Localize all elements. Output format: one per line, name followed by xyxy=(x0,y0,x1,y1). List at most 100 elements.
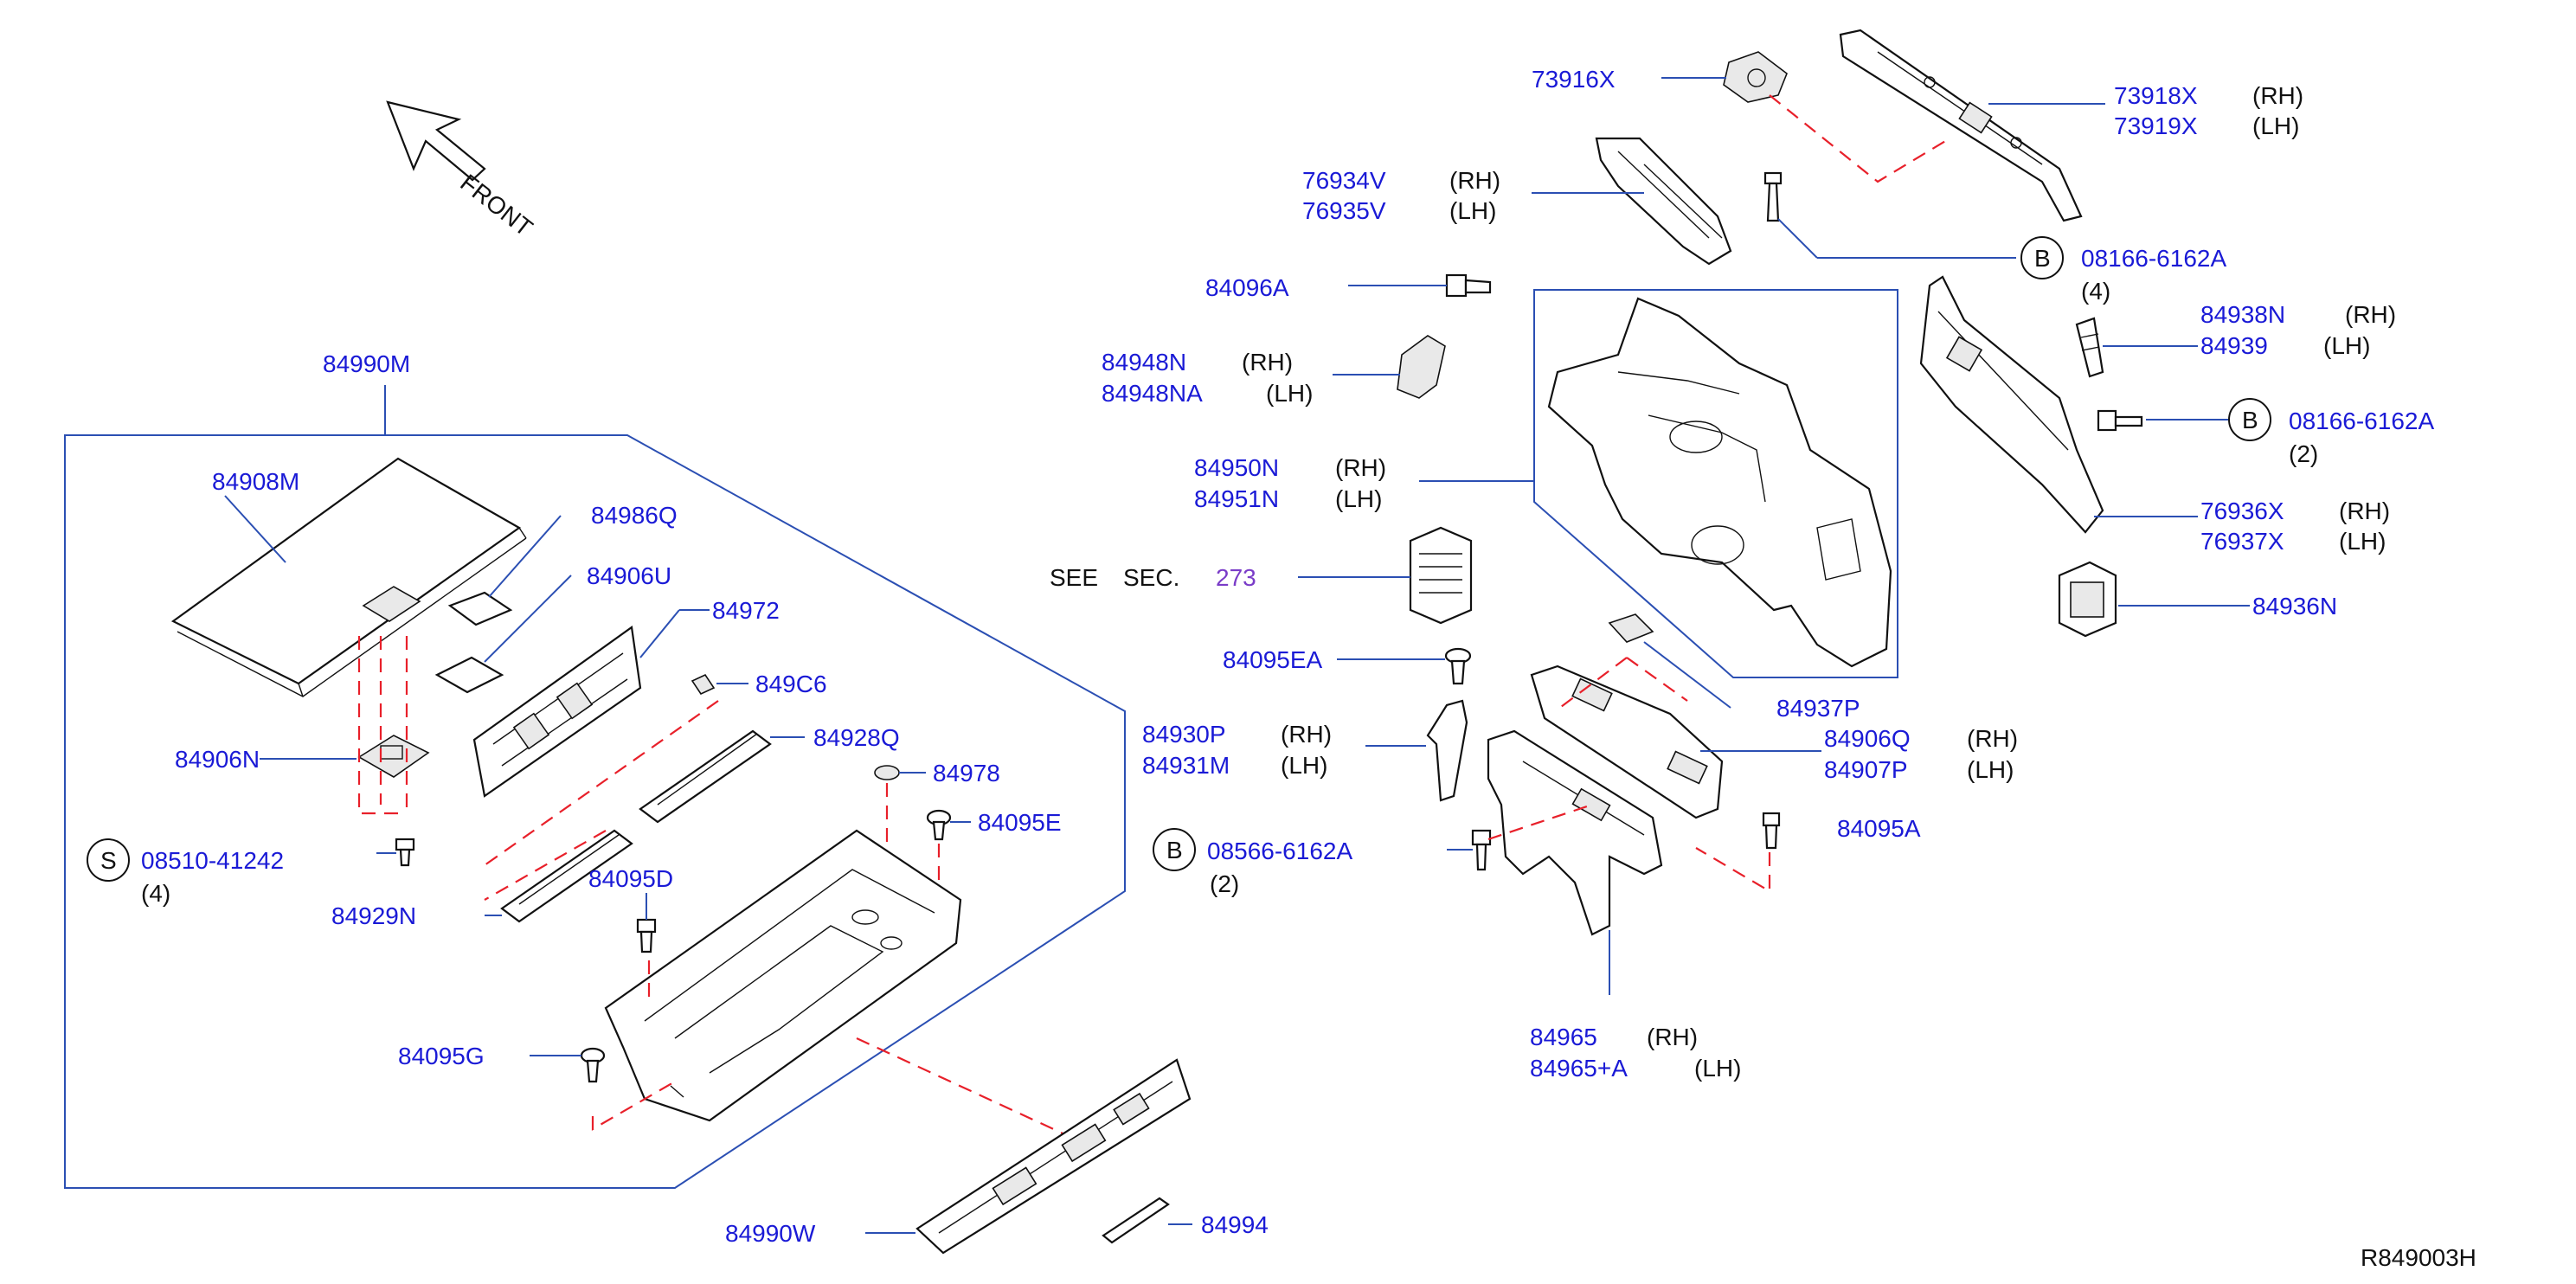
clip-84994-icon xyxy=(1102,1197,1170,1244)
pillar-76934v-icon xyxy=(1595,137,1732,266)
label-84929n: 84929N xyxy=(331,902,416,929)
panel-84972-icon xyxy=(472,626,642,798)
front-label: FRONT xyxy=(455,169,537,241)
label-lh: (LH) xyxy=(1335,485,1382,512)
clip-84938n-icon xyxy=(2075,317,2104,378)
bolt-icon xyxy=(1763,171,1783,222)
label-84936n: 84936N xyxy=(2252,593,2337,620)
label-73918x: 73918X xyxy=(2114,82,2198,109)
label-84095a: 84095A xyxy=(1837,815,1921,842)
upper-garnish-73918x-icon xyxy=(1839,29,2083,222)
panel-frame-84950n xyxy=(1533,289,1898,678)
pillar-76936x-icon xyxy=(1919,275,2104,534)
label-08510-41242: 08510-41242 xyxy=(141,847,284,874)
label-84095d: 84095D xyxy=(588,865,673,892)
label-lh: (LH) xyxy=(1967,756,2014,783)
label-84951n: 84951N xyxy=(1194,485,1279,512)
svg-text:B: B xyxy=(2242,407,2258,433)
bolt-08166-icon xyxy=(2097,409,2143,432)
label-84908m: 84908M xyxy=(212,468,299,495)
label-84906q: 84906Q xyxy=(1824,725,1911,752)
label-qty: (2) xyxy=(2289,440,2318,467)
label-rh: (RH) xyxy=(2252,82,2303,109)
label-lh: (LH) xyxy=(2323,332,2370,359)
label-84972: 84972 xyxy=(712,597,780,624)
label-lh: (LH) xyxy=(1281,752,1327,779)
lock-84906n-icon xyxy=(357,735,430,778)
label-rh: (RH) xyxy=(1647,1024,1698,1050)
label-rh: (RH) xyxy=(1281,721,1332,748)
label-qty: (4) xyxy=(2081,278,2110,305)
label-73916x: 73916X xyxy=(1532,66,1616,93)
bracket-84930p-icon xyxy=(1426,699,1468,802)
label-76936x: 76936X xyxy=(2200,498,2284,524)
label-84994: 84994 xyxy=(1201,1211,1269,1238)
label-qty: (4) xyxy=(141,880,170,907)
pad-84906u-icon xyxy=(434,656,504,694)
label-rh: (RH) xyxy=(1335,454,1386,481)
cargo-tub-icon xyxy=(604,829,962,1122)
front-arrow-icon xyxy=(386,100,486,182)
rail-84929n-icon xyxy=(500,829,633,923)
bolt-08566-icon xyxy=(1471,829,1492,871)
label-lh: (LH) xyxy=(2339,528,2386,555)
label-rh: (RH) xyxy=(1242,349,1293,376)
vent-grille-icon xyxy=(1409,526,1473,625)
label-76937x: 76937X xyxy=(2200,528,2284,555)
label-rh: (RH) xyxy=(2345,301,2396,328)
label-84938n: 84938N xyxy=(2200,301,2285,328)
clip-73916x-icon xyxy=(1723,51,1788,103)
screw-08510-icon xyxy=(395,838,415,867)
pad-84986q-icon xyxy=(447,591,513,626)
label-84965a: 84965+A xyxy=(1530,1055,1628,1082)
svg-text:B: B xyxy=(2034,245,2051,272)
clip-84095ea-icon xyxy=(1444,647,1472,685)
bolt-84096a-icon xyxy=(1445,273,1492,298)
label-rh: (RH) xyxy=(2339,498,2390,524)
label-84978: 84978 xyxy=(933,760,1000,786)
section-ref-link[interactable]: 273 xyxy=(1216,564,1256,591)
label-lh: (LH) xyxy=(1694,1055,1741,1082)
label-84950n: 84950N xyxy=(1194,454,1279,481)
label-rh: (RH) xyxy=(1967,725,2018,752)
circle-b-08166b: B xyxy=(2228,398,2271,441)
label-rh: (RH) xyxy=(1449,167,1500,194)
circle-s-08510: S xyxy=(87,838,130,882)
label-lh: (LH) xyxy=(1449,197,1496,224)
svg-text:S: S xyxy=(100,847,117,874)
group-outline-84990m xyxy=(64,434,1126,1189)
label-84928q: 84928Q xyxy=(813,724,900,751)
label-84906n: 84906N xyxy=(175,746,260,773)
rail-84928q-icon xyxy=(639,729,772,824)
pad-84937p-icon xyxy=(1608,613,1654,643)
label-84939: 84939 xyxy=(2200,332,2268,359)
label-76935v: 76935V xyxy=(1302,197,1386,224)
circle-b-08566: B xyxy=(1153,828,1196,871)
label-84095e: 84095E xyxy=(978,809,1062,836)
label-84937p: 84937P xyxy=(1776,695,1860,722)
cargo-board-84908m-icon xyxy=(170,457,527,697)
label-84990w: 84990W xyxy=(725,1220,816,1247)
clip-849c6-icon xyxy=(691,673,716,696)
label-84965: 84965 xyxy=(1530,1024,1597,1050)
label-84990m: 84990M xyxy=(323,350,410,377)
svg-text:B: B xyxy=(1166,837,1183,863)
bracket-84965-icon xyxy=(1487,729,1663,936)
console-84906q-icon xyxy=(1530,664,1724,819)
label-84095ea: 84095EA xyxy=(1223,646,1323,673)
label-84907p: 84907P xyxy=(1824,756,1908,783)
cap-84978-icon xyxy=(874,765,900,780)
label-73919x: 73919X xyxy=(2114,112,2198,139)
clip-84095d-icon xyxy=(636,918,657,953)
label-lh: (LH) xyxy=(1266,380,1313,407)
sec-text: SEC. xyxy=(1123,564,1179,591)
label-08166-6162a-2: 08166-6162A xyxy=(2289,408,2434,434)
label-84948na: 84948NA xyxy=(1102,380,1203,407)
label-76934v: 76934V xyxy=(1302,167,1386,194)
label-849c6: 849C6 xyxy=(755,671,827,697)
drawing-id: R849003H xyxy=(2361,1244,2476,1271)
label-08566-6162a: 08566-6162A xyxy=(1207,838,1352,864)
label-84096a: 84096A xyxy=(1205,274,1289,301)
cap-84948n-icon xyxy=(1397,335,1446,399)
